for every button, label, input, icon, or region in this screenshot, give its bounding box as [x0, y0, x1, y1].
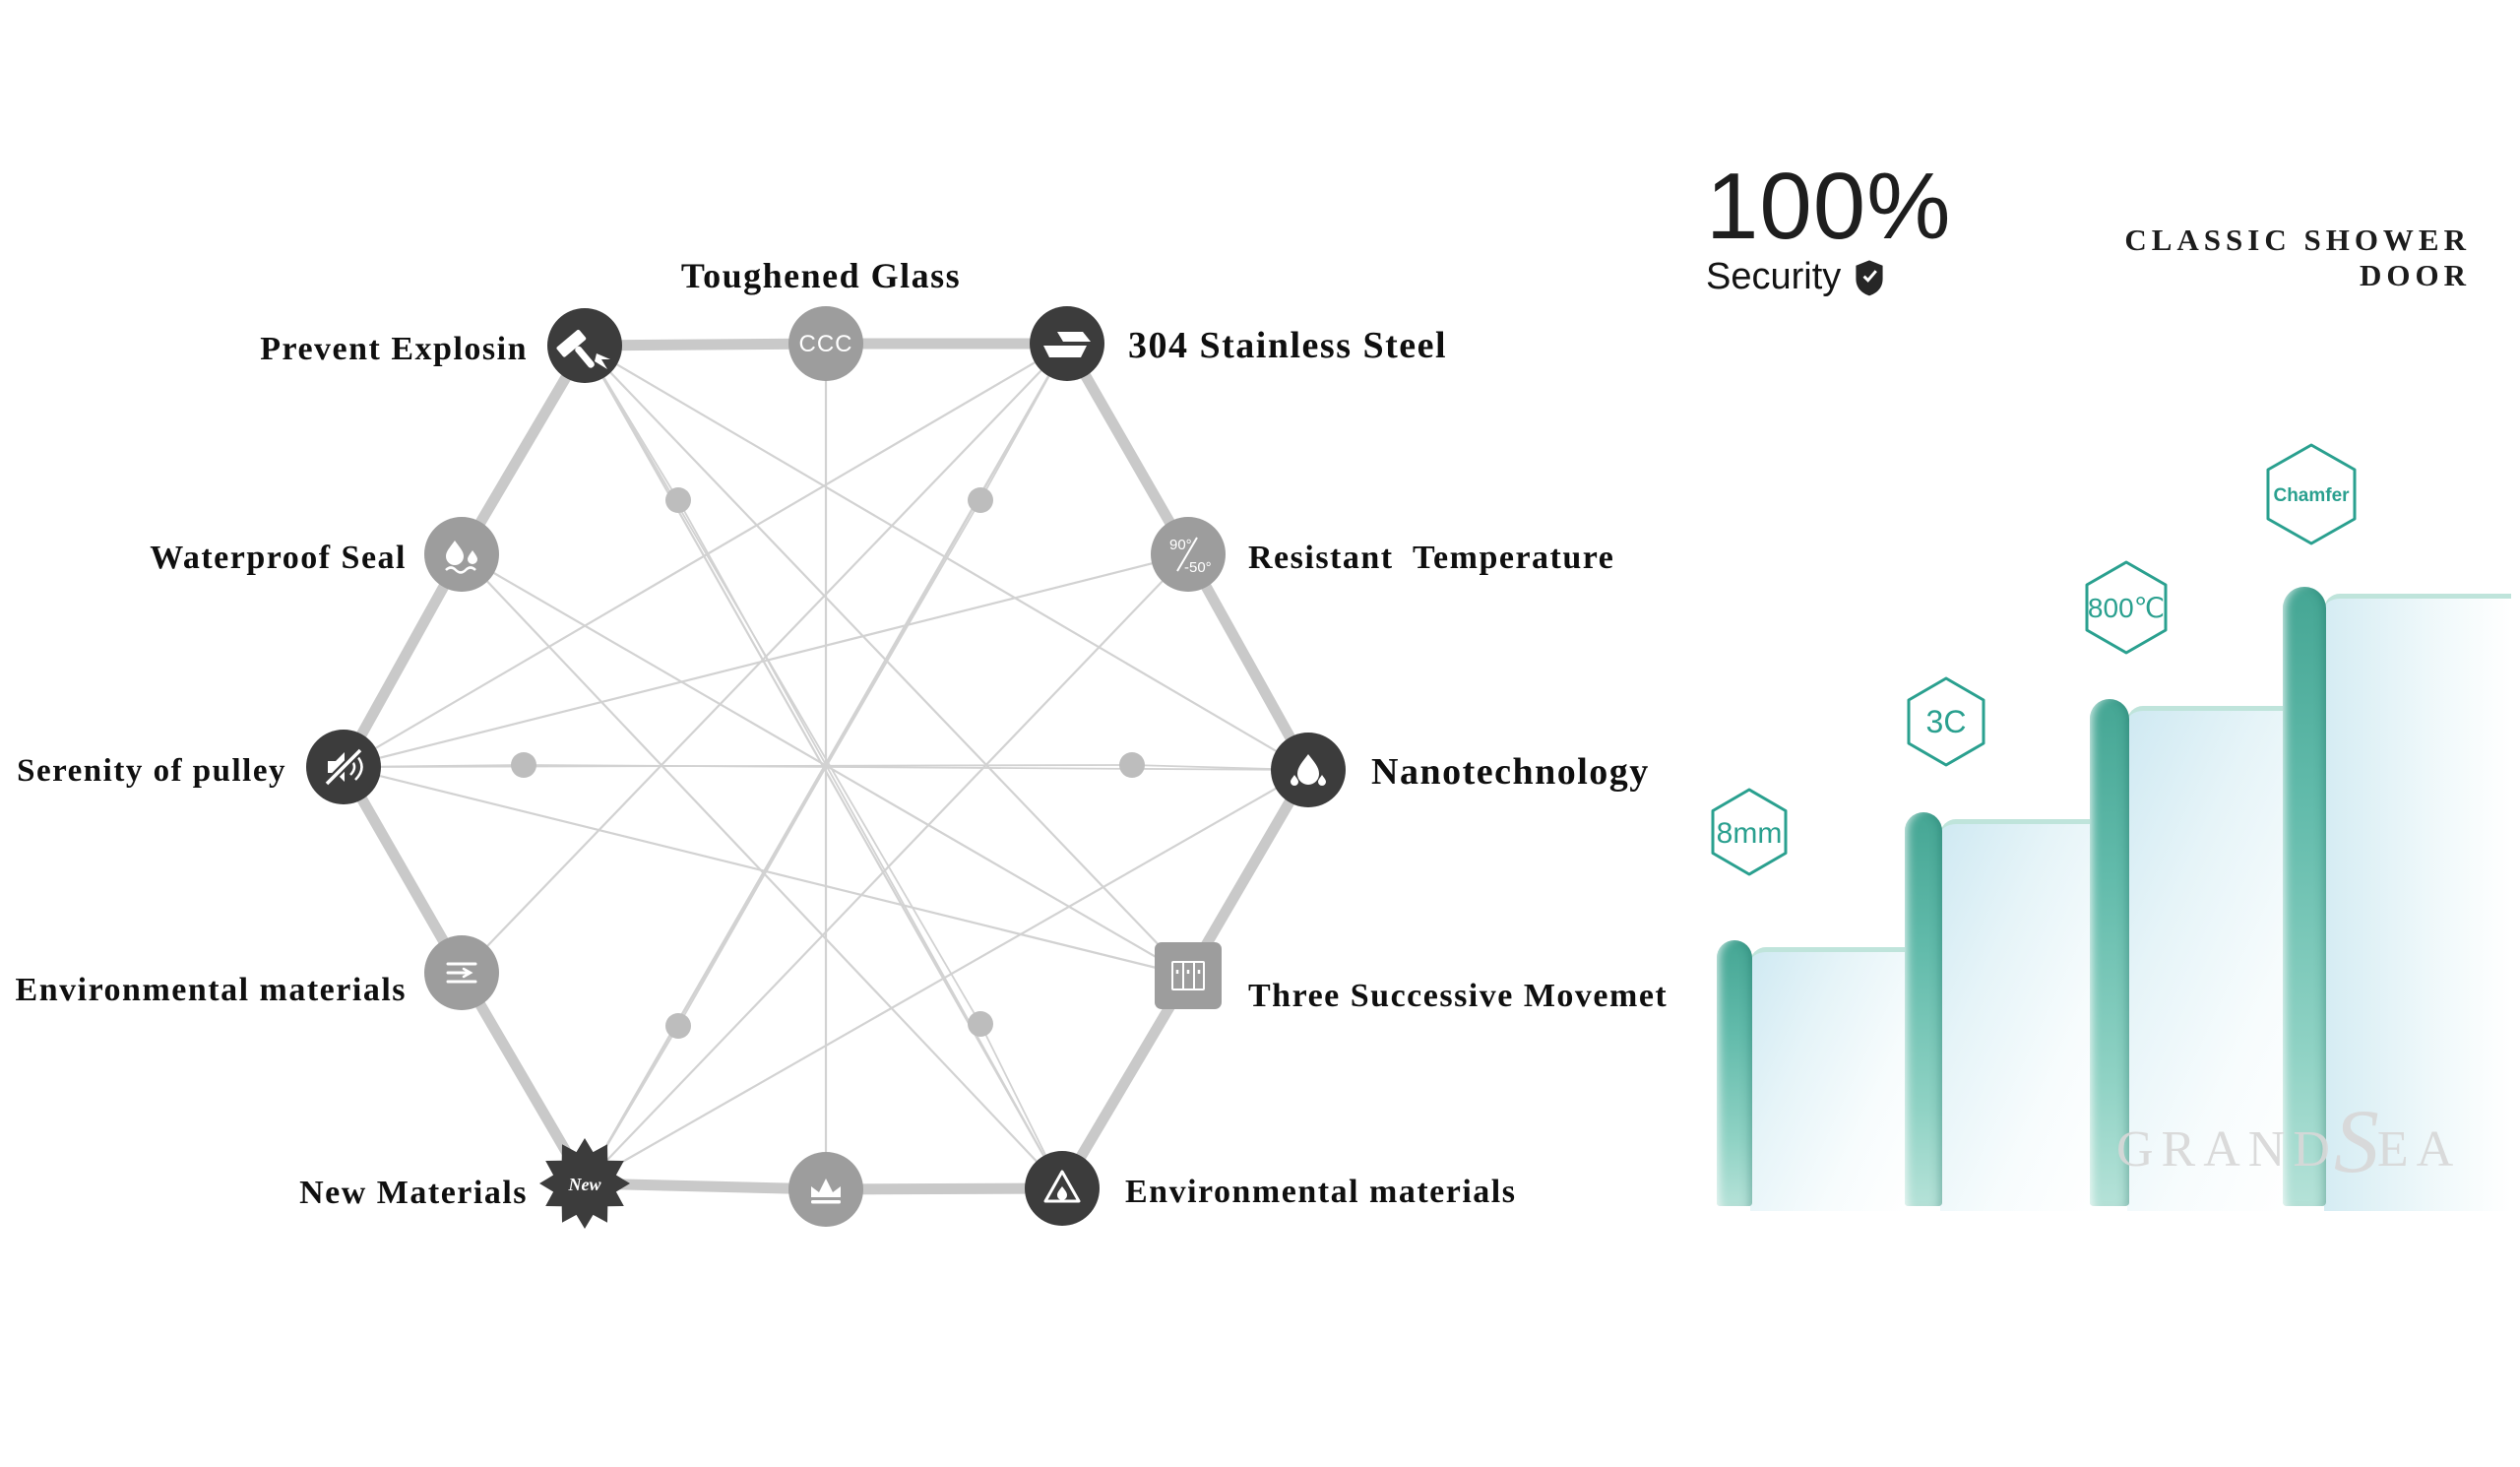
label-resistant-temperature: Resistant Temperature — [1248, 540, 1614, 576]
hex-badge-8mm: 8mm — [1710, 787, 1789, 877]
svg-text:8mm: 8mm — [1717, 817, 1783, 850]
watermark-ea: EA — [2376, 1121, 2462, 1178]
svg-text:CCC: CCC — [799, 331, 853, 357]
label-prevent-explosion: Prevent Explosin — [260, 331, 528, 367]
feature-node-three-successive-movement — [1155, 942, 1222, 1009]
svg-text:-50°: -50° — [1184, 559, 1212, 576]
glass-face — [2324, 594, 2511, 1211]
network-inner-dots — [511, 487, 1145, 1039]
glass-edge — [1717, 940, 1752, 1206]
glass-face — [1750, 947, 1908, 1211]
feature-node-resistant-temperature: 90° -50° — [1151, 517, 1226, 592]
network-nodes: CCC 90° -50° New — [306, 306, 1346, 1229]
svg-text:New: New — [568, 1175, 602, 1194]
feature-node-quality-crown — [788, 1152, 863, 1227]
feature-node-prevent-explosion — [547, 308, 622, 383]
hex-badge-Chamfer: Chamfer — [2265, 442, 2358, 546]
label-environmental-materials-right: Environmental materials — [1125, 1174, 1516, 1210]
glass-face — [2127, 706, 2286, 1211]
feature-node-toughened-glass: CCC — [788, 306, 863, 381]
network-ring-edges — [338, 338, 1314, 1195]
label-toughened-glass: Toughened Glass — [681, 256, 961, 295]
glass-edge — [2090, 699, 2129, 1206]
svg-text:Chamfer: Chamfer — [2273, 485, 2350, 506]
security-block: 100% Security — [1706, 159, 1952, 298]
glass-face — [1940, 819, 2093, 1211]
security-label: Security — [1706, 256, 1842, 297]
feature-node-environmental-materials-right — [1025, 1151, 1100, 1226]
product-title: CLASSIC SHOWER DOOR — [2124, 223, 2471, 292]
svg-text:90°: 90° — [1169, 537, 1192, 553]
feature-node-stainless-steel — [1030, 306, 1104, 381]
svg-text:3C: 3C — [1926, 704, 1967, 739]
hex-badge-800℃: 800℃ — [2084, 559, 2169, 656]
percent-value: 100% — [1706, 154, 1952, 259]
label-environmental-materials-left: Environmental materials — [16, 972, 407, 1008]
svg-text:800℃: 800℃ — [2088, 593, 2165, 623]
label-three-successive-movement: Three Successive Movemet — [1248, 978, 1668, 1014]
feature-node-serenity-of-pulley — [306, 730, 381, 804]
glass-edge — [2283, 587, 2326, 1206]
label-stainless-steel: 304 Stainless Steel — [1128, 325, 1447, 366]
watermark-grand: GRAND — [2116, 1121, 2338, 1178]
label-serenity-of-pulley: Serenity of pulley — [17, 753, 286, 789]
feature-node-environmental-materials-left — [424, 935, 499, 1010]
glass-edge — [1905, 812, 1942, 1206]
network-labels: Toughened Glass 304 Stainless SteelResist… — [16, 256, 1668, 1211]
network-web-edges — [342, 342, 1310, 1191]
hex-badge-3C: 3C — [1906, 675, 1986, 768]
watermark-s: S — [2333, 1091, 2387, 1191]
label-new-materials: New Materials — [299, 1175, 528, 1211]
feature-node-waterproof-seal — [424, 517, 499, 592]
feature-node-new-materials: New — [539, 1138, 630, 1229]
feature-node-nanotechnology — [1271, 733, 1346, 807]
shield-icon — [1853, 259, 1886, 296]
label-waterproof-seal: Waterproof Seal — [150, 540, 407, 576]
label-nanotechnology: Nanotechnology — [1371, 751, 1650, 793]
